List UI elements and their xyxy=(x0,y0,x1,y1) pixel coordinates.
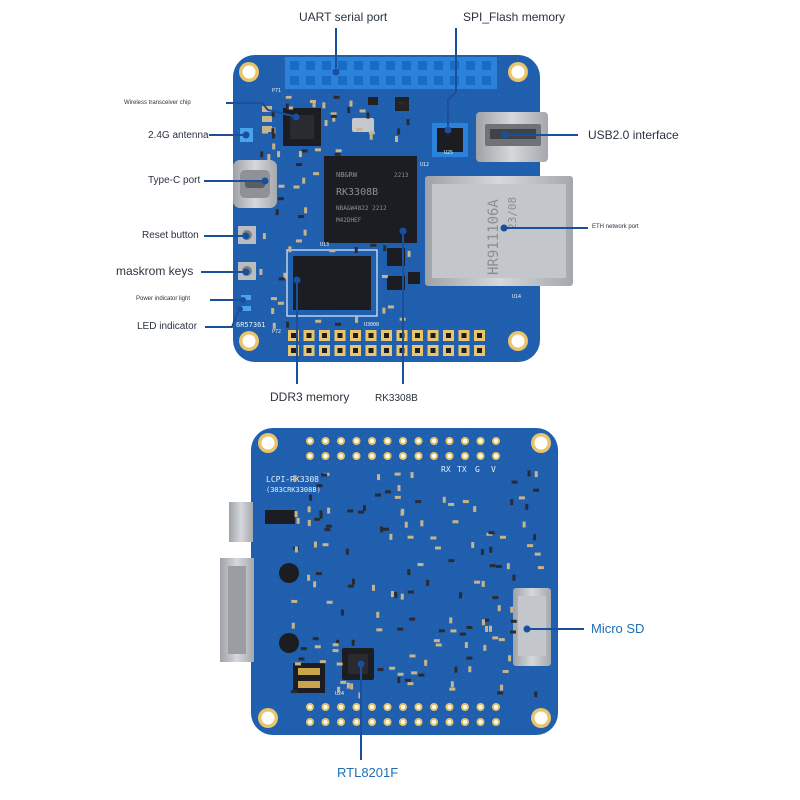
spi-flash-chip: U25 xyxy=(432,123,468,157)
header-pin xyxy=(370,76,379,85)
antenna-label: 2.4G antenna xyxy=(148,130,209,141)
svg-text:U25: U25 xyxy=(444,150,453,156)
svg-text:23/08: 23/08 xyxy=(506,197,519,230)
header-pin xyxy=(450,61,459,70)
header-pin xyxy=(466,76,475,85)
header-pin xyxy=(290,76,299,85)
header-pin xyxy=(482,76,491,85)
header-pin xyxy=(418,76,427,85)
led-label: LED indicator xyxy=(137,321,198,332)
maskrom-label: maskrom keys xyxy=(116,264,194,278)
usb-port xyxy=(476,112,548,162)
svg-text:NBA&W4822 2212: NBA&W4822 2212 xyxy=(336,205,387,212)
header-pin xyxy=(370,61,379,70)
soc-chip: NB&RW 2213 RK3308B NBA&W4822 2212 M42DHE… xyxy=(324,156,417,243)
svg-text:U24: U24 xyxy=(335,691,344,697)
header-pin xyxy=(354,76,363,85)
typec-port xyxy=(233,160,277,208)
leader-lines xyxy=(201,28,588,760)
wireless-chip-label: Wireless transceiver chip xyxy=(124,100,191,106)
svg-text:NB&RW: NB&RW xyxy=(336,171,358,179)
header-pin xyxy=(434,61,443,70)
ddr3-label: DDR3 memory xyxy=(270,390,350,404)
rk3308b-label: RK3308B xyxy=(375,393,418,404)
svg-text:U12: U12 xyxy=(420,162,429,168)
svg-text:U3000: U3000 xyxy=(364,322,379,328)
header-pin xyxy=(434,76,443,85)
header-pin xyxy=(402,76,411,85)
svg-text:(303CRK3308B): (303CRK3308B) xyxy=(266,486,321,494)
header-pin xyxy=(338,76,347,85)
svg-text:HR911106A: HR911106A xyxy=(486,199,502,275)
mounting-hole-icon xyxy=(258,433,551,728)
header-pin xyxy=(482,61,491,70)
header-pin xyxy=(466,61,475,70)
header-pin xyxy=(402,61,411,70)
svg-text:U13: U13 xyxy=(320,242,329,248)
header-pin xyxy=(322,76,331,85)
svg-text:P71: P71 xyxy=(272,88,281,94)
micro-sd-label: Micro SD xyxy=(591,621,645,636)
header-pin xyxy=(418,61,427,70)
svg-text:M42DHEF: M42DHEF xyxy=(336,217,362,224)
eth-label: ETH network port xyxy=(592,224,639,230)
uart-header xyxy=(285,57,497,89)
header-pin xyxy=(386,61,395,70)
typec-label: Type-C port xyxy=(148,175,201,186)
status-led xyxy=(241,306,251,311)
svg-text:U14: U14 xyxy=(512,294,521,300)
header-pin xyxy=(338,61,347,70)
power-light-label: Power indicator light xyxy=(136,296,191,302)
svg-text:RX: RX xyxy=(441,465,451,474)
header-pin xyxy=(386,76,395,85)
svg-text:6R57361: 6R57361 xyxy=(236,321,266,329)
spi-flash-label: SPI_Flash memory xyxy=(463,10,566,24)
svg-text:LCPI-RK3308: LCPI-RK3308 xyxy=(266,475,319,484)
header-pin xyxy=(306,76,315,85)
svg-text:V: V xyxy=(491,465,496,474)
rtl8201f-label: RTL8201F xyxy=(337,765,399,780)
mounting-hole-icon xyxy=(239,62,528,351)
reset-label: Reset button xyxy=(142,230,199,241)
svg-text:2213: 2213 xyxy=(394,172,409,179)
power-led xyxy=(241,295,251,300)
svg-text:P72: P72 xyxy=(272,329,281,335)
svg-text:G: G xyxy=(475,465,480,474)
svg-text:TX: TX xyxy=(457,465,467,474)
usb-label: USB2.0 interface xyxy=(588,128,679,142)
header-pin xyxy=(322,61,331,70)
header-pin xyxy=(290,61,299,70)
eth-port: HR911106A 23/08 xyxy=(425,176,573,286)
header-pin xyxy=(306,61,315,70)
uart-label: UART serial port xyxy=(299,10,388,24)
header-pin xyxy=(450,76,459,85)
micro-sd-slot xyxy=(513,588,551,666)
ddr3-chip xyxy=(286,249,378,317)
header-pin xyxy=(354,61,363,70)
svg-text:RK3308B: RK3308B xyxy=(336,187,378,198)
usb-edge xyxy=(229,502,253,542)
back-board: LCPI-RK3308 (303CRK3308B) RX TX G V U24 xyxy=(220,428,558,735)
